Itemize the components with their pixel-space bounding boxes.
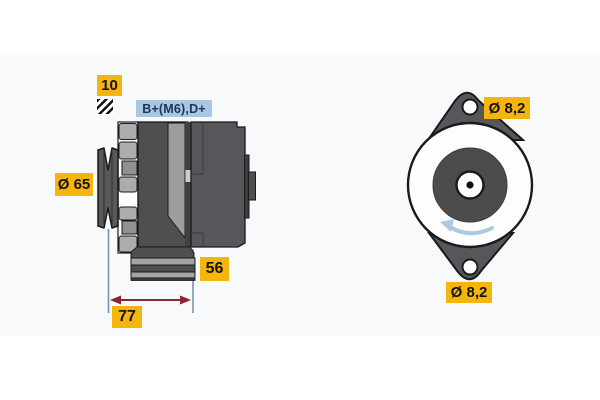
- callout-pulley-diameter: Ø 65: [55, 173, 93, 196]
- callout-shaft-size: 10: [97, 75, 122, 96]
- callout-top-hole-diameter: Ø 8,2: [484, 97, 530, 119]
- housing-divider: [185, 122, 191, 247]
- callout-mount-span: 77: [112, 306, 142, 328]
- alternator-front-view: [406, 91, 534, 281]
- mounting-foot: [130, 246, 196, 281]
- shaft-center: [466, 181, 474, 189]
- callout-foot-width: 56: [200, 257, 229, 281]
- bottom-mount-hole: [461, 258, 479, 276]
- rotation-ccw-arrow-icon: [440, 219, 494, 236]
- rear-housing: [190, 121, 246, 248]
- connector: [244, 154, 256, 219]
- callout-bottom-hole-diameter: Ø 8,2: [446, 282, 492, 303]
- knurl-hatch-icon: [96, 98, 114, 115]
- alternator-side-view: [97, 121, 256, 313]
- top-mount-hole: [461, 98, 479, 116]
- fan: [117, 121, 139, 254]
- pulley: [97, 147, 119, 229]
- dimension-arrow-77: [110, 295, 191, 305]
- callout-terminals: B+(M6),D+: [136, 100, 212, 117]
